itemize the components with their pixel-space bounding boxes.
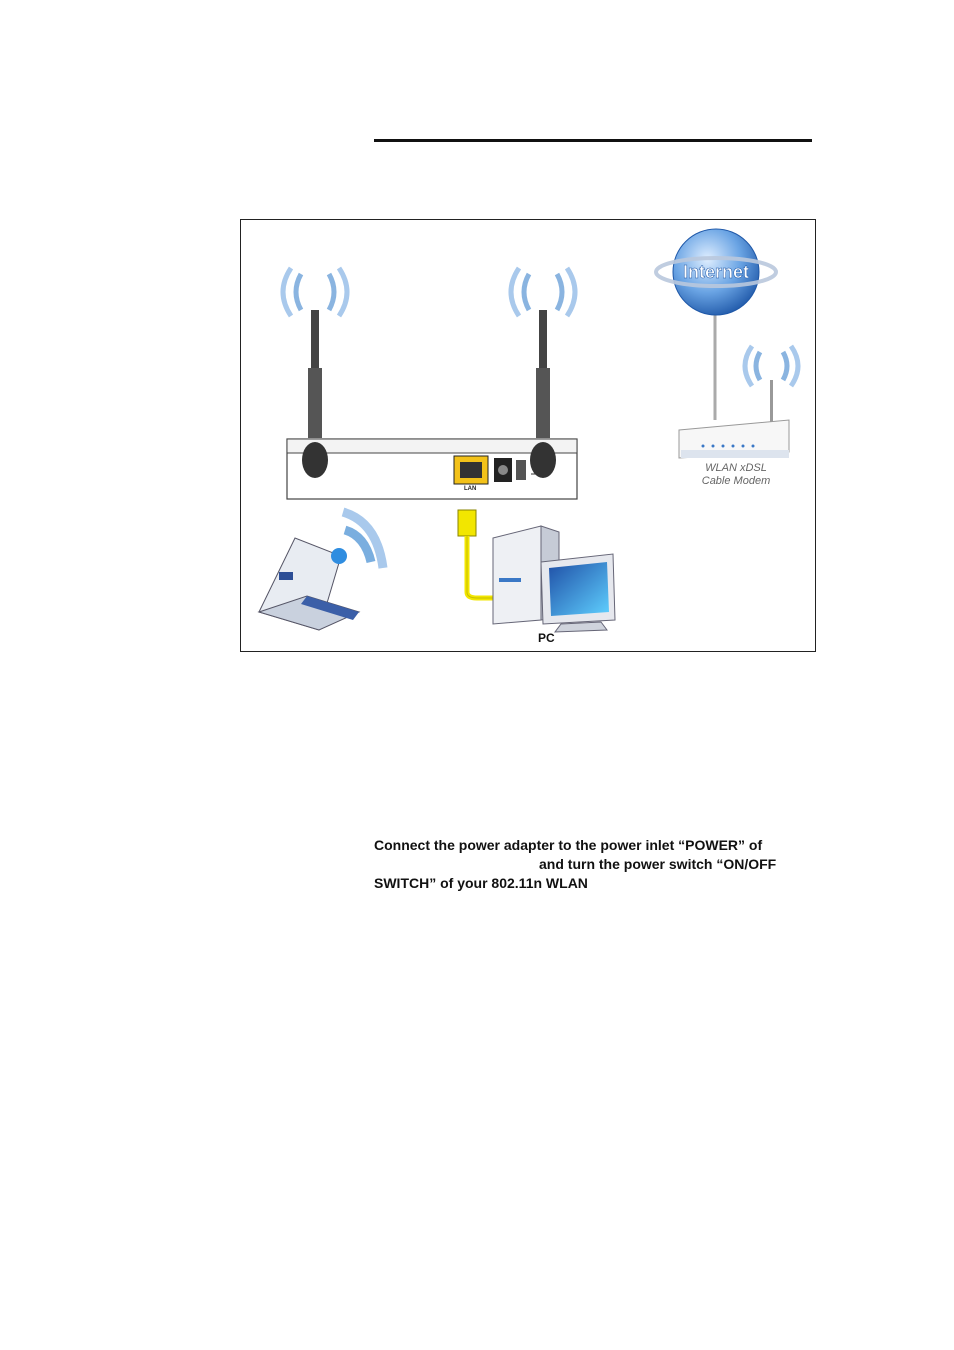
laptop (257, 507, 388, 631)
instruction-line-2: and turn the power switch “ON/OFF (539, 856, 777, 872)
lan-port-label: LAN (464, 486, 477, 492)
ethernet-cable (457, 509, 497, 601)
modem-label: WLAN xDSL Cable Modem (681, 462, 791, 488)
antenna-right (508, 266, 578, 478)
antenna-left (280, 266, 350, 478)
instruction-paragraph: Connect the power adapter to the power i… (374, 836, 814, 893)
diagram-artwork: Internet (257, 228, 801, 633)
pc-label: PC (538, 631, 555, 645)
pc (492, 525, 616, 633)
internet-globe: Internet (654, 228, 778, 420)
modem (678, 344, 801, 459)
router (286, 438, 578, 500)
modem-label-line1: WLAN xDSL (705, 462, 767, 474)
network-diagram: Internet (240, 219, 816, 652)
globe-label: Internet (683, 262, 749, 282)
instruction-line-1: Connect the power adapter to the power i… (374, 837, 763, 853)
modem-label-line2: Cable Modem (701, 475, 771, 487)
header-rule (374, 139, 812, 142)
instruction-line-3: SWITCH” of your 802.11n WLAN (374, 875, 588, 891)
